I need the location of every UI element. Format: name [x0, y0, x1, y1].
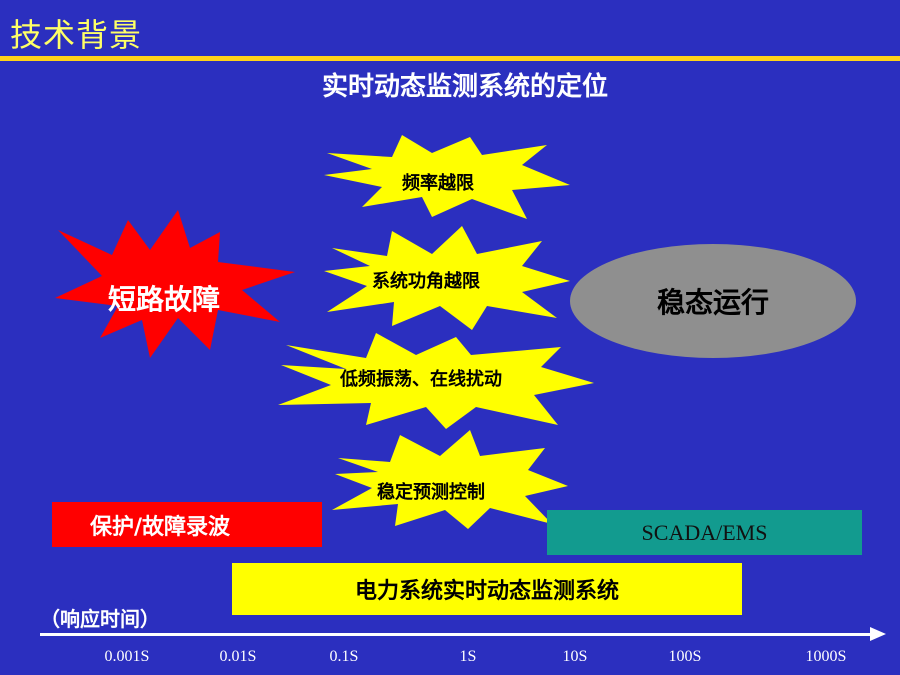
diagram-subtitle: 实时动态监测系统的定位	[321, 72, 608, 102]
short-circuit-label: 短路故障	[108, 283, 221, 316]
oscillation-label: 低频振荡、在线扰动	[340, 369, 502, 390]
power-angle-burst	[324, 226, 570, 330]
frequency-label: 频率越限	[402, 173, 474, 194]
axis-tick: 100S	[668, 648, 702, 665]
steady-state-label: 稳态运行	[656, 286, 769, 319]
wams-box: 电力系统实时动态监测系统	[232, 563, 742, 615]
slide-title: 技术背景	[10, 16, 143, 54]
stability-label: 稳定预测控制	[377, 482, 485, 503]
stability-burst	[332, 430, 568, 529]
axis-tick: 10S	[562, 648, 588, 665]
axis-tick: 1S	[459, 648, 477, 665]
oscillation-burst	[278, 333, 594, 429]
axis-arrow-icon	[870, 627, 886, 641]
frequency-burst	[324, 135, 570, 219]
power-angle-label: 系统功角越限	[372, 271, 480, 292]
time-axis-line	[40, 633, 875, 636]
steady-state-ellipse	[570, 244, 856, 358]
title-divider	[0, 56, 900, 61]
axis-tick: 1000S	[805, 648, 847, 665]
protection-label: 保护/故障录波	[90, 514, 231, 540]
scada-box: SCADA/EMS	[547, 510, 862, 555]
wams-label: 电力系统实时动态监测系统	[354, 579, 619, 604]
scada-label: SCADA/EMS	[641, 519, 768, 545]
short-circuit-burst	[55, 210, 295, 358]
axis-tick: 0.001S	[104, 648, 150, 665]
axis-tick: 0.1S	[329, 648, 359, 665]
axis-tick: 0.01S	[219, 648, 257, 665]
response-time-label: （响应时间）	[40, 607, 160, 631]
protection-box: 保护/故障录波	[52, 502, 322, 547]
